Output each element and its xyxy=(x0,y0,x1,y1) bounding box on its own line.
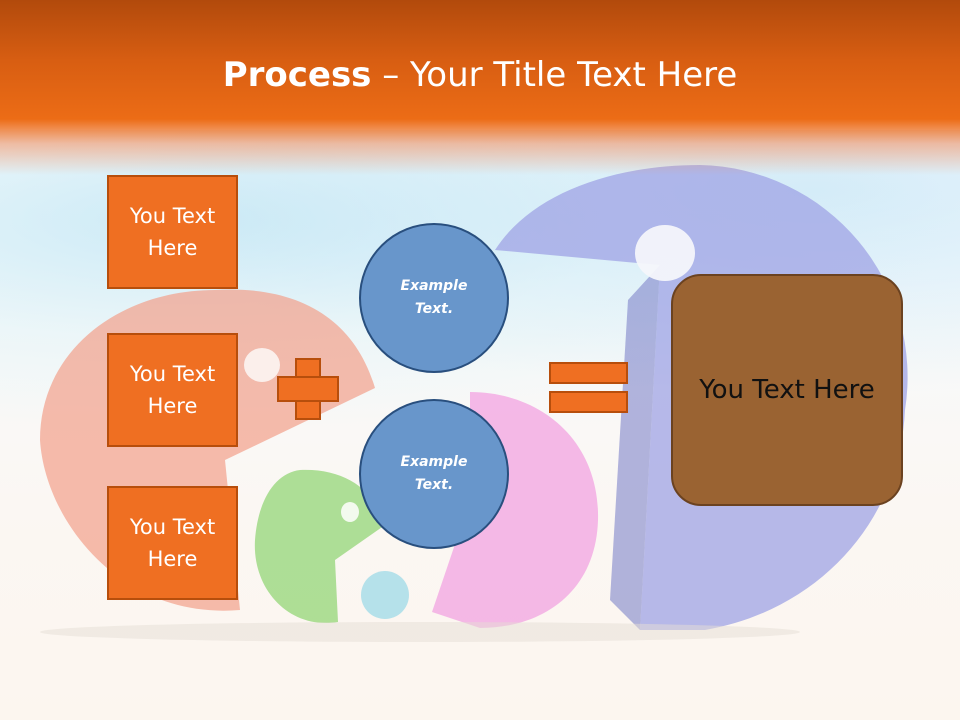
result-box-label: You Text Here xyxy=(699,375,875,405)
text-box-1[interactable]: You Text Here xyxy=(107,175,238,289)
text-box-3-label: You Text Here xyxy=(129,515,216,571)
cyan-dot xyxy=(361,571,409,619)
text-box-3[interactable]: You Text Here xyxy=(107,486,238,600)
red-pie-hole xyxy=(244,348,280,382)
green-pie-hole xyxy=(341,502,359,522)
example-circle-2[interactable]: Example Text. xyxy=(359,399,509,549)
title-bold: Process xyxy=(222,55,372,95)
equals-icon xyxy=(549,362,628,384)
text-box-1-label: You Text Here xyxy=(129,204,216,260)
text-box-2-label: You Text Here xyxy=(129,362,216,418)
slide-title: Process – Your Title Text Here xyxy=(0,52,960,98)
blue-pie-side xyxy=(610,265,660,630)
example-circle-2-label: Example Text. xyxy=(400,454,468,493)
example-circle-1[interactable]: Example Text. xyxy=(359,223,509,373)
ground-shadow xyxy=(40,622,800,642)
text-box-2[interactable]: You Text Here xyxy=(107,333,238,447)
result-box[interactable]: You Text Here xyxy=(671,274,903,506)
blue-pie-hole xyxy=(635,225,695,281)
title-rest: – Your Title Text Here xyxy=(371,55,738,95)
equals-icon-lower xyxy=(549,391,628,413)
title-bar xyxy=(0,0,960,175)
plus-icon-center xyxy=(297,378,319,400)
example-circle-1-label: Example Text. xyxy=(400,278,468,317)
